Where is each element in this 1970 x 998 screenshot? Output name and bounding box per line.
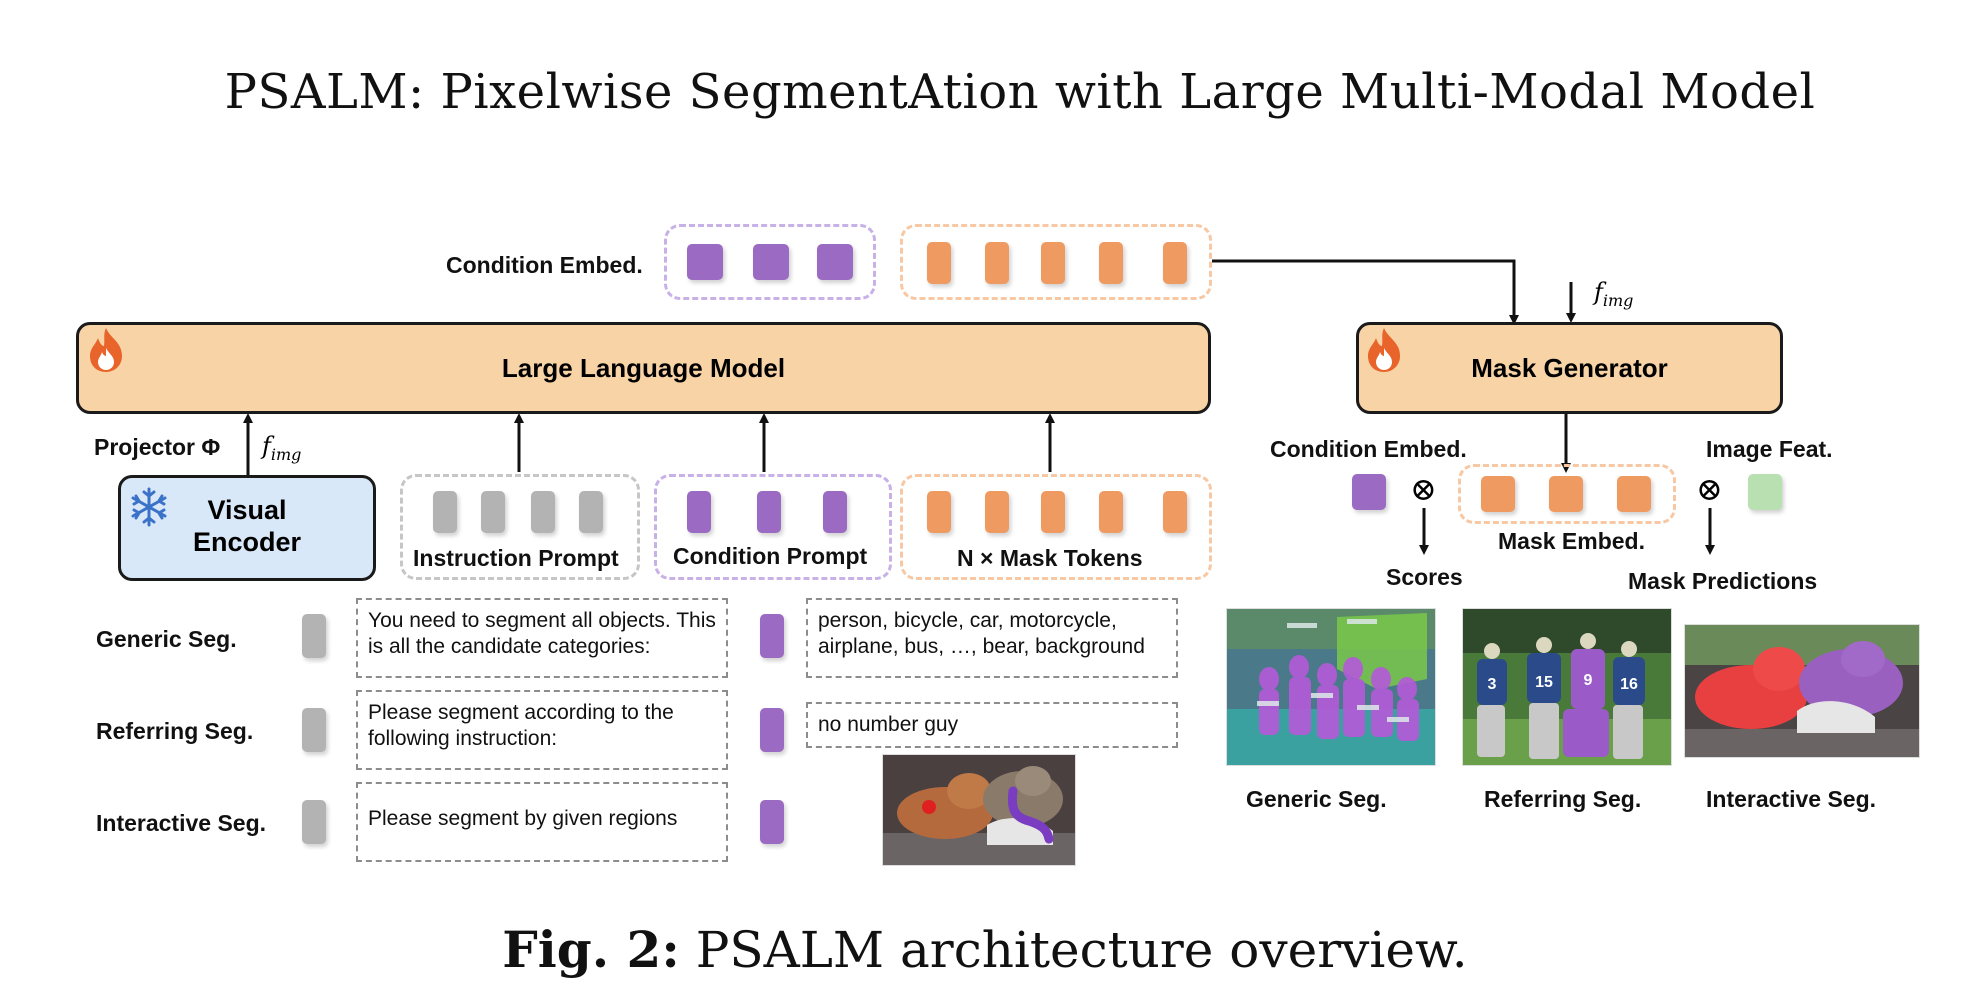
mask-generator-label: Mask Generator — [1471, 352, 1668, 383]
condition-embed-token — [817, 244, 853, 280]
instruction-prompt-group: Instruction Prompt — [400, 474, 640, 580]
condition-embed-token — [753, 244, 789, 280]
condition-token — [687, 491, 711, 533]
instruction-token — [302, 708, 326, 752]
mask-tokens-group: N × Mask Tokens — [900, 474, 1212, 580]
llm-label: Large Language Model — [501, 352, 786, 383]
image-feat-label: Image Feat. — [1706, 436, 1833, 462]
instruction-text-generic: You need to segment all objects. This is… — [356, 598, 728, 678]
jersey-number: 9 — [1584, 672, 1593, 689]
figure-caption: Fig. 2: PSALM architecture overview. — [0, 920, 1970, 979]
output-label-referring: Referring Seg. — [1484, 786, 1642, 812]
interactive-input-image — [882, 754, 1076, 866]
fire-icon — [1368, 328, 1400, 372]
mask-embed-token — [1099, 242, 1123, 284]
mask-embed-token — [985, 242, 1009, 284]
projector-label: Projector Φ — [94, 434, 221, 460]
condition-text-referring: no number guy — [806, 702, 1178, 748]
condition-token — [757, 491, 781, 533]
condition-text-generic: person, bicycle, car, motorcycle, airpla… — [806, 598, 1178, 678]
condition-token — [823, 491, 847, 533]
snowflake-icon — [131, 487, 167, 527]
output-image-generic — [1226, 608, 1436, 766]
otimes-symbol: ⊗ — [1410, 470, 1437, 508]
task-label-generic: Generic Seg. — [96, 626, 237, 652]
fire-icon — [90, 328, 122, 372]
scores-label: Scores — [1386, 564, 1463, 590]
output-image-referring: 3 15 9 16 — [1462, 608, 1672, 766]
mask-embed-token — [1163, 242, 1187, 284]
mask-embed-token — [1481, 476, 1515, 512]
mask-tokens-label: N × Mask Tokens — [957, 545, 1143, 571]
mask-token — [1041, 491, 1065, 533]
jersey-number: 15 — [1535, 674, 1553, 691]
page-title: PSALM: Pixelwise SegmentAtion with Large… — [224, 64, 1816, 120]
instruction-text-interactive: Please segment by given regions — [356, 782, 728, 862]
task-label-referring: Referring Seg. — [96, 718, 254, 744]
instruction-token — [481, 491, 505, 533]
visual-encoder-block: Visual Encoder — [118, 475, 376, 581]
mask-embed-label: Mask Embed. — [1498, 528, 1645, 554]
instruction-token — [433, 491, 457, 533]
mask-embed-token — [927, 242, 951, 284]
mask-embed-token — [1041, 242, 1065, 284]
instruction-token — [579, 491, 603, 533]
condition-prompt-group: Condition Prompt — [654, 474, 892, 580]
output-label-generic: Generic Seg. — [1246, 786, 1387, 812]
visual-encoder-line1: Visual — [207, 495, 287, 525]
large-language-model-block: Large Language Model — [76, 322, 1211, 414]
instruction-text-referring: Please segment according to the followin… — [356, 690, 728, 770]
instruction-token — [302, 614, 326, 658]
caption-label: Fig. 2: — [502, 920, 680, 979]
mask-predictions-label: Mask Predictions — [1628, 568, 1818, 594]
jersey-number: 16 — [1620, 676, 1638, 693]
mask-embed-group-right — [1458, 464, 1676, 524]
condition-token — [760, 614, 784, 658]
condition-embed-group-top — [664, 224, 876, 300]
caption-text: PSALM architecture overview. — [695, 921, 1468, 979]
condition-embed-token — [687, 244, 723, 280]
condition-embed-token — [1352, 474, 1386, 510]
output-image-interactive — [1684, 624, 1920, 758]
mask-generator-block: Mask Generator — [1356, 322, 1783, 414]
instruction-token — [302, 800, 326, 844]
visual-encoder-line2: Encoder — [192, 527, 302, 557]
mask-token — [1099, 491, 1123, 533]
condition-token — [760, 708, 784, 752]
mask-token — [1163, 491, 1187, 533]
condition-prompt-label: Condition Prompt — [673, 543, 868, 569]
instruction-prompt-label: Instruction Prompt — [413, 545, 619, 571]
task-label-interactive: Interactive Seg. — [96, 810, 267, 836]
image-feat-token — [1748, 474, 1782, 510]
mask-token — [985, 491, 1009, 533]
condition-token — [760, 800, 784, 844]
jersey-number: 3 — [1488, 676, 1497, 693]
condition-embed-right-label: Condition Embed. — [1270, 436, 1467, 462]
mask-embed-token — [1549, 476, 1583, 512]
f-img-label-right: fimg — [1594, 278, 1634, 310]
mask-embed-group-top — [900, 224, 1212, 300]
condition-embed-top-label: Condition Embed. — [446, 252, 643, 278]
f-img-label-left: fimg — [262, 432, 302, 464]
mask-token — [927, 491, 951, 533]
otimes-symbol: ⊗ — [1696, 470, 1723, 508]
instruction-token — [531, 491, 555, 533]
mask-embed-token — [1617, 476, 1651, 512]
output-label-interactive: Interactive Seg. — [1706, 786, 1877, 812]
